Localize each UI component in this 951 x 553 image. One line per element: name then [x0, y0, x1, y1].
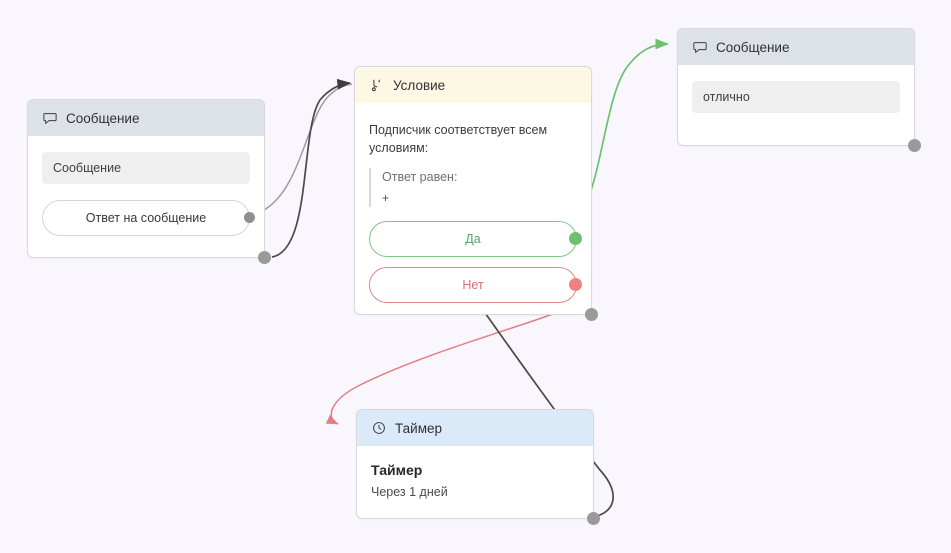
condition-sub-rule-label: Ответ равен: [382, 170, 458, 185]
reply-button-label: Ответ на сообщение [85, 211, 207, 225]
condition-yes-output-handle[interactable] [569, 232, 582, 245]
condition-yes-branch[interactable]: Да [369, 221, 582, 257]
node-bottom-output-handle[interactable] [908, 139, 921, 152]
node-header-message-incoming[interactable]: Сообщение [28, 100, 264, 136]
condition-no-output-handle[interactable] [569, 278, 582, 291]
node-header-label: Условие [393, 77, 446, 93]
edge-bottom-to-condition [271, 78, 351, 258]
node-header-timer[interactable]: Таймер [357, 410, 593, 446]
message-text-field[interactable]: отлично [692, 81, 900, 113]
add-condition-button[interactable]: + [382, 191, 390, 205]
node-message-incoming[interactable]: Сообщение Сообщение Ответ на сообщение [27, 99, 271, 264]
branch-icon [369, 78, 384, 93]
node-bottom-output-handle[interactable] [585, 308, 598, 321]
node-body-condition: Подписчик соответствует всем условиям: О… [355, 103, 591, 321]
node-header-message-outgoing[interactable]: Сообщение [678, 29, 914, 65]
node-header-label: Таймер [395, 420, 442, 436]
node-body-message-outgoing: отлично [678, 65, 914, 131]
node-body-message-incoming: Сообщение Ответ на сообщение [28, 136, 264, 254]
speech-bubble-icon [692, 40, 707, 55]
node-bottom-output-handle[interactable] [258, 251, 271, 264]
condition-description: Подписчик соответствует всем условиям: [369, 123, 548, 156]
timer-delay-value: Через 1 дней [371, 485, 448, 499]
node-header-label: Сообщение [66, 110, 140, 126]
condition-no-branch[interactable]: Нет [369, 267, 582, 303]
condition-no-label: Нет [462, 278, 484, 292]
clock-icon [371, 421, 386, 436]
reply-to-message-button[interactable]: Ответ на сообщение [42, 200, 255, 236]
timer-title: Таймер [371, 462, 423, 478]
condition-sub-rule[interactable]: Ответ равен: + [369, 168, 577, 207]
node-message-outgoing[interactable]: Сообщение отлично [677, 28, 921, 152]
node-body-timer: Таймер Через 1 дней [357, 446, 593, 517]
node-header-condition[interactable]: Условие [355, 67, 591, 103]
reply-output-handle[interactable] [244, 212, 255, 223]
node-header-label: Сообщение [716, 39, 790, 55]
speech-bubble-icon [42, 111, 57, 126]
condition-yes-label: Да [465, 232, 481, 246]
node-timer[interactable]: Таймер Таймер Через 1 дней [356, 409, 600, 525]
node-bottom-output-handle[interactable] [587, 512, 600, 525]
node-condition[interactable]: Условие Подписчик соответствует всем усл… [354, 66, 598, 321]
message-text-field[interactable]: Сообщение [42, 152, 250, 184]
